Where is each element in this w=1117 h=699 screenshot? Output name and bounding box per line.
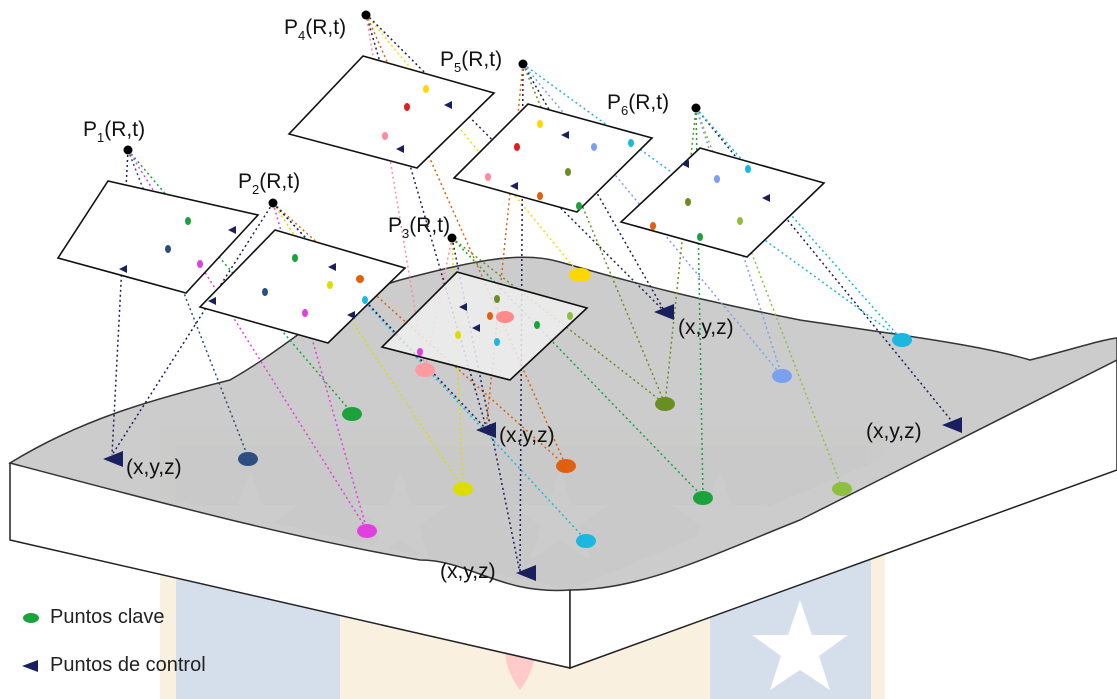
- camera-label-4: P4(R,t): [284, 16, 346, 43]
- image-plane-1: [56, 180, 260, 294]
- image-plane-5: [452, 103, 654, 213]
- camera-label-6: P6(R,t): [607, 91, 669, 118]
- image-planes: [56, 55, 826, 381]
- legend-keypoints: Puntos clave: [22, 606, 165, 629]
- image-plane-4: [287, 55, 496, 169]
- camera-centers: [123, 10, 701, 243]
- camera-label-1: P1(R,t): [83, 118, 145, 145]
- control-point-4: [654, 304, 674, 320]
- control-point-3: [516, 565, 536, 581]
- control-point-1: [103, 451, 123, 467]
- ground-label-1: (x,y,z): [126, 456, 182, 479]
- legend-control-points: Puntos de control: [22, 654, 206, 677]
- legend-control-points-label: Puntos de control: [50, 654, 206, 676]
- ground-control-points: [103, 304, 962, 581]
- camera-label-3: P3(R,t): [388, 214, 450, 241]
- ground-keypoints: [238, 268, 912, 548]
- control-point-5: [942, 417, 962, 433]
- camera-labels: P1(R,t) P2(R,t) P3(R,t) P4(R,t) P5(R,t) …: [83, 16, 669, 241]
- image-plane-6: [619, 147, 826, 258]
- camera-label-2: P2(R,t): [238, 170, 300, 197]
- image-plane-3: [380, 271, 589, 381]
- terrain-block: [8, 256, 1117, 670]
- ground-label-4: (x,y,z): [678, 316, 734, 339]
- ground-point-labels: (x,y,z) (x,y,z) (x,y,z) (x,y,z) (x,y,z): [126, 316, 922, 583]
- legend-keypoints-label: Puntos clave: [50, 606, 165, 628]
- ground-label-5: (x,y,z): [866, 420, 922, 443]
- keypoint-icon: [23, 612, 39, 623]
- ground-label-3: (x,y,z): [440, 560, 496, 583]
- ground-label-2: (x,y,z): [499, 424, 555, 447]
- control-point-2: [476, 422, 496, 438]
- control-point-icon: [22, 659, 38, 672]
- image-plane-points: [119, 85, 770, 356]
- camera-label-5: P5(R,t): [440, 48, 502, 75]
